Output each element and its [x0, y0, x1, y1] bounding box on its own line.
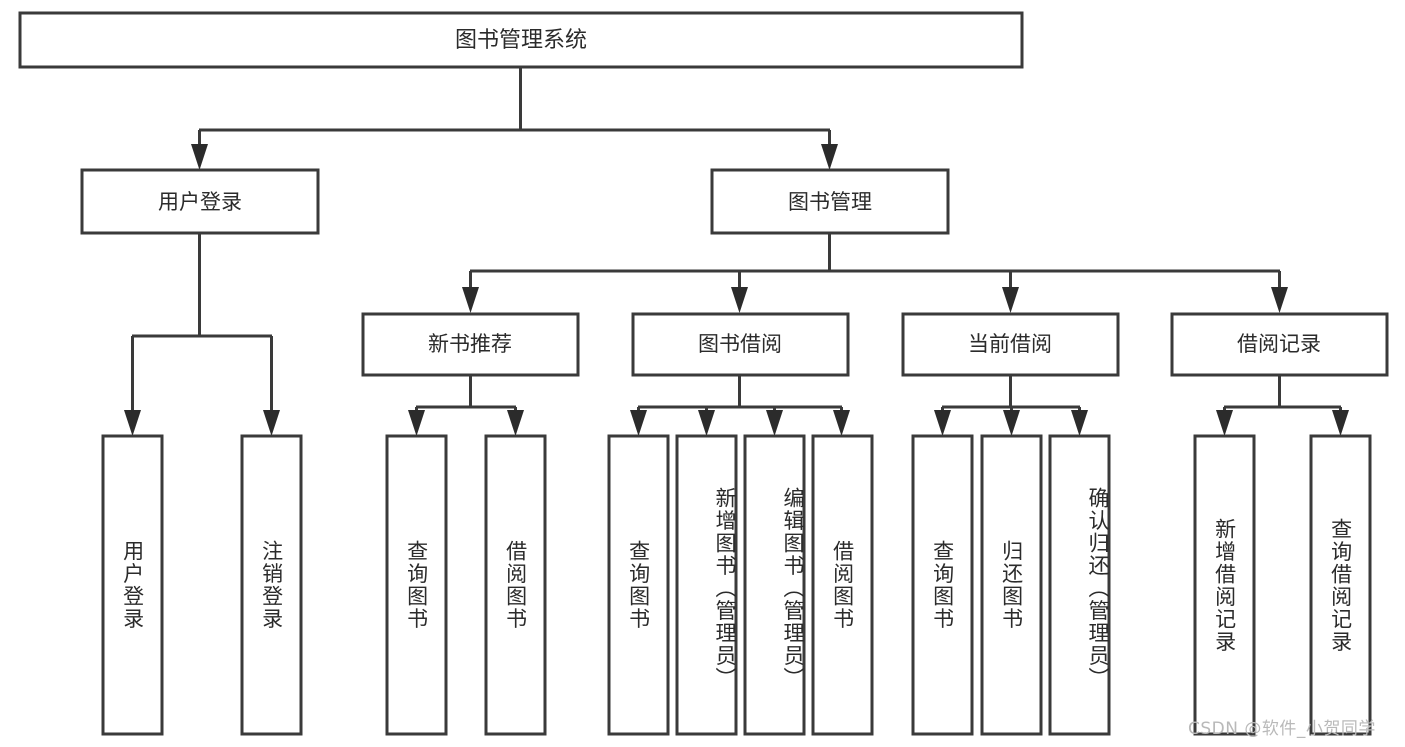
node-leaf-borrow-book-1-box[interactable]: [484, 434, 547, 736]
arrowhead-nbr-leaf-2: [507, 410, 524, 436]
node-root-box[interactable]: [18, 11, 1024, 69]
edge-group-book-borrow-to-leaves: [630, 375, 850, 436]
node-user-login-box[interactable]: [80, 168, 320, 235]
arrowhead-cb-leaf-1: [934, 410, 951, 436]
edge-group-borrow-record-to-leaves: [1216, 375, 1349, 436]
node-borrow-record-box[interactable]: [1170, 312, 1389, 377]
node-borrow-record[interactable]: 借阅记录: [1170, 312, 1389, 377]
arrowhead-br-leaf-2: [1332, 410, 1349, 436]
arrowhead-bb-leaf-3: [766, 410, 783, 436]
node-book-borrow-label: 图书借阅: [698, 332, 782, 356]
node-user-login[interactable]: 用户登录: [80, 168, 320, 235]
node-current-borrow-label: 当前借阅: [968, 332, 1052, 356]
node-leaf-add-book-box[interactable]: [675, 434, 738, 736]
node-borrow-record-label: 借阅记录: [1237, 332, 1321, 356]
arrowhead-user-login-leaf-1: [124, 410, 141, 436]
edge-group-user-login-to-leaves: [124, 233, 280, 436]
arrowhead-bm-borrow-record: [1271, 287, 1288, 313]
node-leaf-logout-box[interactable]: [240, 434, 303, 736]
watermark: CSDN @软件_小贺同学: [1188, 719, 1376, 739]
arrowhead-bb-leaf-4: [833, 410, 850, 436]
edge-group-current-borrow-to-leaves: [934, 375, 1088, 436]
node-book-borrow-box[interactable]: [631, 312, 850, 377]
node-leaf-query-book-1-box[interactable]: [385, 434, 448, 736]
node-leaf-borrow-book-2-box[interactable]: [811, 434, 874, 736]
edge-group-root-to-level1: [191, 67, 838, 170]
node-book-borrow[interactable]: 图书借阅: [631, 312, 850, 377]
node-current-borrow-box[interactable]: [901, 312, 1120, 377]
node-new-book-rec[interactable]: 新书推荐: [361, 312, 580, 377]
arrowhead-root-to-book-manage: [821, 144, 838, 170]
leaf-boxes: [101, 434, 1372, 736]
edge-group-new-book-rec-to-leaves: [408, 375, 524, 436]
arrowhead-root-to-user-login: [191, 144, 208, 170]
node-current-borrow[interactable]: 当前借阅: [901, 312, 1120, 377]
arrowhead-cb-leaf-3: [1071, 410, 1088, 436]
arrowhead-bm-book-borrow: [731, 287, 748, 313]
node-book-manage-label: 图书管理: [788, 190, 872, 214]
arrowhead-bm-current-borrow: [1002, 287, 1019, 313]
node-root[interactable]: 图书管理系统: [18, 11, 1024, 69]
node-user-login-label: 用户登录: [158, 190, 242, 214]
node-leaf-add-record-box[interactable]: [1193, 434, 1256, 736]
node-leaf-return-book-box[interactable]: [980, 434, 1043, 736]
arrowhead-br-leaf-1: [1216, 410, 1233, 436]
node-root-label: 图书管理系统: [455, 28, 587, 53]
arrowhead-bb-leaf-2: [698, 410, 715, 436]
node-leaf-confirm-return-box[interactable]: [1048, 434, 1111, 736]
arrowhead-user-login-leaf-2: [263, 410, 280, 436]
node-leaf-user-login-box[interactable]: [101, 434, 164, 736]
node-book-manage-box[interactable]: [710, 168, 950, 235]
node-new-book-rec-label: 新书推荐: [428, 332, 512, 356]
edge-group-book-manage-to-level2: [462, 233, 1288, 313]
node-leaf-query-record-box[interactable]: [1309, 434, 1372, 736]
node-leaf-query-book-3-box[interactable]: [911, 434, 974, 736]
node-book-manage[interactable]: 图书管理: [710, 168, 950, 235]
node-leaf-edit-book-box[interactable]: [743, 434, 806, 736]
arrowhead-cb-leaf-2: [1003, 410, 1020, 436]
node-new-book-rec-box[interactable]: [361, 312, 580, 377]
arrowhead-nbr-leaf-1: [408, 410, 425, 436]
arrowhead-bm-new-book-rec: [462, 287, 479, 313]
arrowhead-bb-leaf-1: [630, 410, 647, 436]
node-leaf-query-book-2-box[interactable]: [607, 434, 670, 736]
